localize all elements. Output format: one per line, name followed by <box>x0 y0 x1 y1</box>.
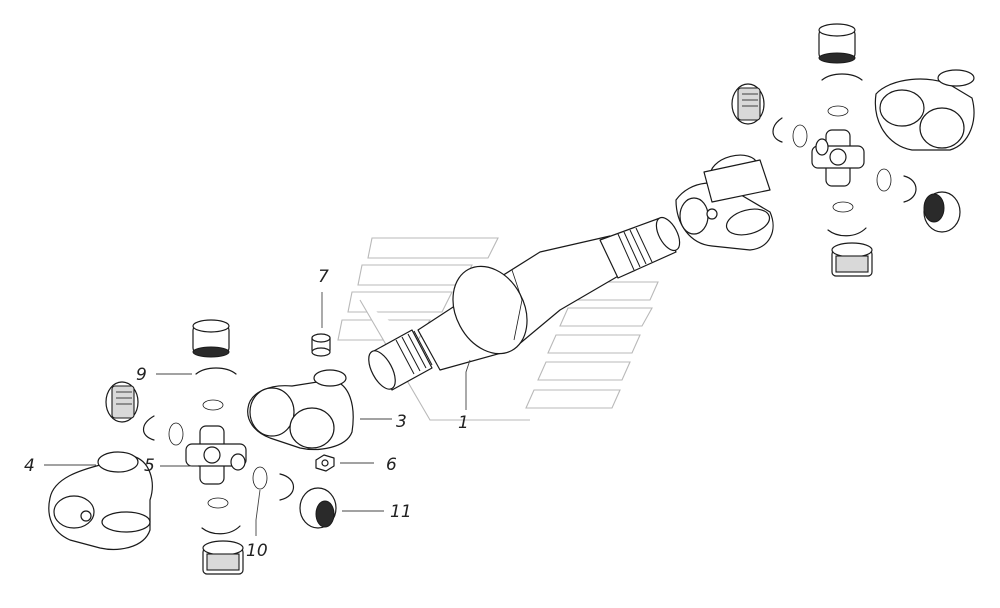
callout-3: 3 <box>396 412 407 432</box>
right-joint-group <box>731 23 975 277</box>
spline-left <box>395 330 433 375</box>
leader-lines <box>44 292 471 536</box>
callout-1: 1 <box>458 413 469 433</box>
right-flange-yoke <box>874 69 975 151</box>
right-bearing-cup-top <box>818 23 856 64</box>
right-spider-cross <box>811 129 865 187</box>
callout-6: 6 <box>386 455 397 475</box>
left-bearing-cup-left <box>105 381 139 423</box>
left-spider-cross <box>185 425 247 485</box>
right-slip-yoke <box>675 154 774 251</box>
callout-9: 9 <box>136 365 147 385</box>
propeller-shaft <box>368 216 681 391</box>
sleeve-yoke <box>247 369 354 451</box>
right-bearing-cup-left <box>731 83 765 125</box>
callout-10: 10 <box>246 541 268 561</box>
left-bearing-cup-top <box>192 319 230 358</box>
callout-labels: 1 3 4 5 6 7 9 10 11 <box>24 267 469 561</box>
spline-right <box>617 227 653 271</box>
bolt <box>311 333 331 357</box>
left-bearing-cup-bottom <box>202 540 244 575</box>
right-bearing-cup-right <box>923 191 961 233</box>
flange-yoke <box>48 451 153 551</box>
callout-5: 5 <box>144 456 155 476</box>
right-bearing-cup-bottom <box>831 242 873 277</box>
nut <box>315 454 335 472</box>
callout-4: 4 <box>24 456 35 476</box>
callout-7: 7 <box>318 267 329 287</box>
callout-11: 11 <box>390 502 412 522</box>
left-joint-group <box>48 319 337 575</box>
left-bearing-cup-right <box>299 487 337 529</box>
